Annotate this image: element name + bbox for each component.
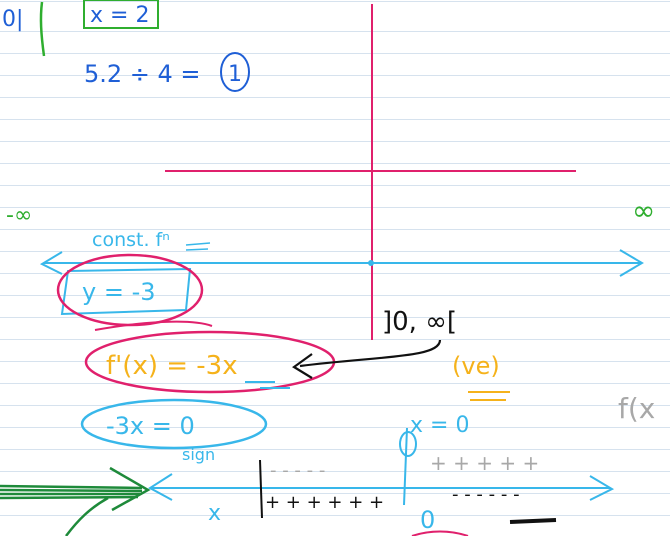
equation-text: -3x = 0 — [106, 412, 195, 440]
sign-row-lower-minus: - - - - - - — [452, 484, 520, 505]
sign-line-left-arrow — [148, 473, 173, 501]
equation-circle — [80, 398, 268, 450]
number-line-left-arrow — [39, 251, 63, 275]
top-left-stroke — [39, 1, 46, 57]
interval-arrow-head — [292, 353, 313, 379]
fx-partial: f(x — [618, 392, 655, 425]
sign-separator-left — [259, 459, 263, 519]
x-equals-zero: x = 0 — [410, 413, 469, 438]
positive-note: (ve) — [452, 352, 500, 380]
sign-row-lower-plus: + + + + + + — [265, 492, 384, 513]
neg-infinity: -∞ — [6, 203, 32, 228]
y-equation: y = -3 — [82, 278, 156, 306]
const-fn-label: const. fⁿ — [92, 229, 170, 251]
top-left-fragment: 0| — [2, 7, 23, 32]
sign-line-right-arrow — [589, 475, 615, 501]
sign-label: sign — [182, 445, 215, 464]
gray-scribble — [94, 320, 213, 331]
pink-arc-bottom — [411, 530, 469, 536]
sign-row-upper-plus: + + + + + — [430, 451, 539, 475]
division-result: 1 — [228, 62, 242, 87]
boxed-x-box — [83, 0, 159, 29]
number-line-right-arrow — [619, 249, 644, 277]
interval-arrow — [299, 339, 442, 368]
sign-separator-zero — [403, 427, 408, 506]
sign-zero-circle — [399, 431, 417, 457]
green-arrow — [0, 466, 151, 536]
boxed-x-text: x = 2 — [90, 3, 149, 28]
const-fn-underline-2 — [185, 248, 209, 251]
pos-infinity: ∞ — [632, 194, 655, 227]
y-eq-box — [60, 267, 192, 316]
origin-dot — [368, 260, 374, 266]
derivative-text: f'(x) = -3x — [106, 351, 238, 381]
bold-minus — [509, 518, 557, 524]
division-result-circle — [220, 52, 250, 92]
sign-row-upper-minus: - - - - - — [270, 460, 325, 481]
division-text: 5.2 ÷ 4 = — [84, 60, 201, 88]
interval-label: ]0, ∞[ — [382, 307, 457, 337]
zero-mark: 0 — [420, 506, 435, 534]
const-fn-underline-1 — [185, 242, 211, 246]
sign-row-x: x — [208, 501, 221, 526]
